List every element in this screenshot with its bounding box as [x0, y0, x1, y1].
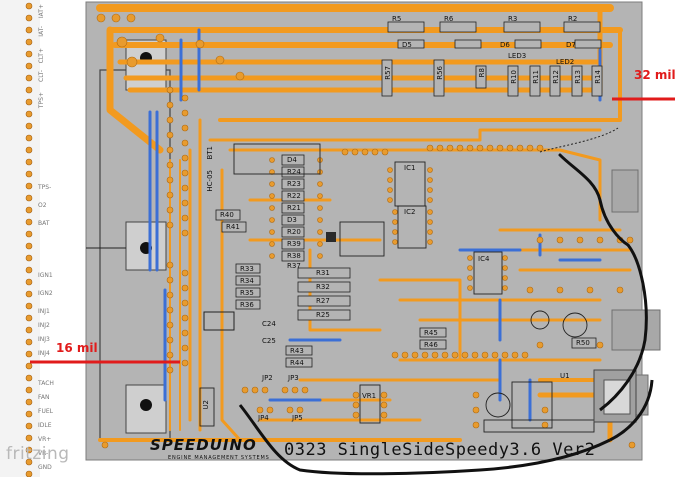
label-r10: R10 [510, 70, 518, 84]
edge-label: INJ4 [38, 350, 50, 357]
label-u2: U2 [202, 400, 210, 410]
label-r8: R8 [478, 68, 486, 78]
label-r57: R57 [384, 66, 392, 80]
label-r24: R24 [287, 168, 301, 176]
label-vr1: VR1 [362, 392, 377, 400]
label-r21: R21 [287, 204, 301, 212]
edge-label: IGN1 [38, 272, 53, 279]
edge-label: IGN2 [38, 290, 53, 297]
label-r11: R11 [532, 70, 540, 84]
label-led2: LED2 [556, 58, 575, 66]
label-r43: R43 [290, 347, 304, 355]
speeduino-logo-subtitle: ENGINE MANAGEMENT SYSTEMS [168, 455, 270, 461]
label-r22: R22 [287, 192, 301, 200]
annotation-32mil: 32 mil [634, 68, 676, 82]
label-r39: R39 [287, 240, 301, 248]
label-r27: R27 [316, 297, 330, 305]
label-u1: U1 [560, 372, 570, 380]
label-ic1: IC1 [404, 164, 416, 172]
edge-label-list: IAT+ IAT- CLT+ CLT- TPS+ TPS- O2 BAT IGN… [38, 4, 84, 474]
edge-label: BAT [38, 220, 50, 227]
edge-label: INJ3 [38, 336, 50, 343]
edge-label: VR+ [38, 436, 52, 443]
label-jp5: JP5 [292, 414, 303, 422]
label-d6: D6 [500, 41, 510, 49]
label-r40: R40 [220, 211, 234, 219]
label-r3: R3 [508, 15, 518, 23]
edge-label: FUEL [38, 408, 53, 415]
edge-label: IAT+ [38, 4, 45, 19]
label-jp2: JP2 [262, 374, 273, 382]
label-jp3: JP3 [288, 374, 299, 382]
edge-label: TACH [38, 380, 54, 387]
label-r44: R44 [290, 359, 304, 367]
label-d3: D3 [287, 216, 297, 224]
edge-label: IAT- [38, 26, 45, 37]
fritzing-watermark: fritzing [6, 444, 70, 464]
edge-label: IDLE [38, 422, 52, 429]
edge-label: INJ1 [38, 308, 50, 315]
label-hc05: HC-05 [206, 170, 214, 192]
label-r20: R20 [287, 228, 301, 236]
label-d4: D4 [287, 156, 297, 164]
label-ic2: IC2 [404, 208, 416, 216]
label-r14: R14 [594, 70, 602, 84]
edge-label: VR- [38, 450, 49, 457]
label-ic4: IC4 [478, 255, 490, 263]
label-r37: R37 [287, 262, 301, 270]
label-d5: D5 [402, 41, 412, 49]
label-r23: R23 [287, 180, 301, 188]
label-led3: LED3 [508, 52, 527, 60]
ic2-outline [397, 205, 427, 249]
label-d7: D7 [566, 41, 576, 49]
label-r6: R6 [444, 15, 454, 23]
edge-label: TPS+ [38, 92, 45, 109]
edge-label: O2 [38, 202, 47, 209]
edge-label: TPS- [38, 184, 52, 191]
board-title: 0323 SingleSideSpeedy3.6 Ver2 [284, 440, 596, 460]
label-bt1: BT1 [206, 146, 214, 160]
speeduino-logo: SPEEDUINO [150, 436, 257, 454]
label-r38: R38 [287, 252, 301, 260]
label-r25: R25 [316, 311, 330, 319]
label-r45: R45 [424, 329, 438, 337]
ic4-outline [473, 251, 503, 295]
edge-label: GND [38, 464, 52, 471]
label-r41: R41 [226, 223, 240, 231]
label-jp4: JP4 [258, 414, 269, 422]
label-r33: R33 [240, 265, 254, 273]
label-r35: R35 [240, 289, 254, 297]
label-r34: R34 [240, 277, 254, 285]
label-r5: R5 [392, 15, 402, 23]
label-r36: R36 [240, 301, 254, 309]
label-r56: R56 [436, 66, 444, 80]
label-c24: C24 [262, 320, 276, 328]
side-pin-strip [25, 2, 33, 477]
label-r31: R31 [316, 269, 330, 277]
label-r12: R12 [552, 70, 560, 84]
label-r2: R2 [568, 15, 578, 23]
edge-label: CLT- [38, 70, 45, 82]
edge-label: FAN [38, 394, 50, 401]
label-c25: C25 [262, 337, 276, 345]
edge-label: CLT+ [38, 48, 45, 64]
label-r13: R13 [574, 70, 582, 84]
label-r50: R50 [576, 339, 590, 347]
annotation-16mil: 16 mil [56, 341, 98, 355]
label-r32: R32 [316, 283, 330, 291]
edge-label: INJ2 [38, 322, 50, 329]
label-r46: R46 [424, 341, 438, 349]
